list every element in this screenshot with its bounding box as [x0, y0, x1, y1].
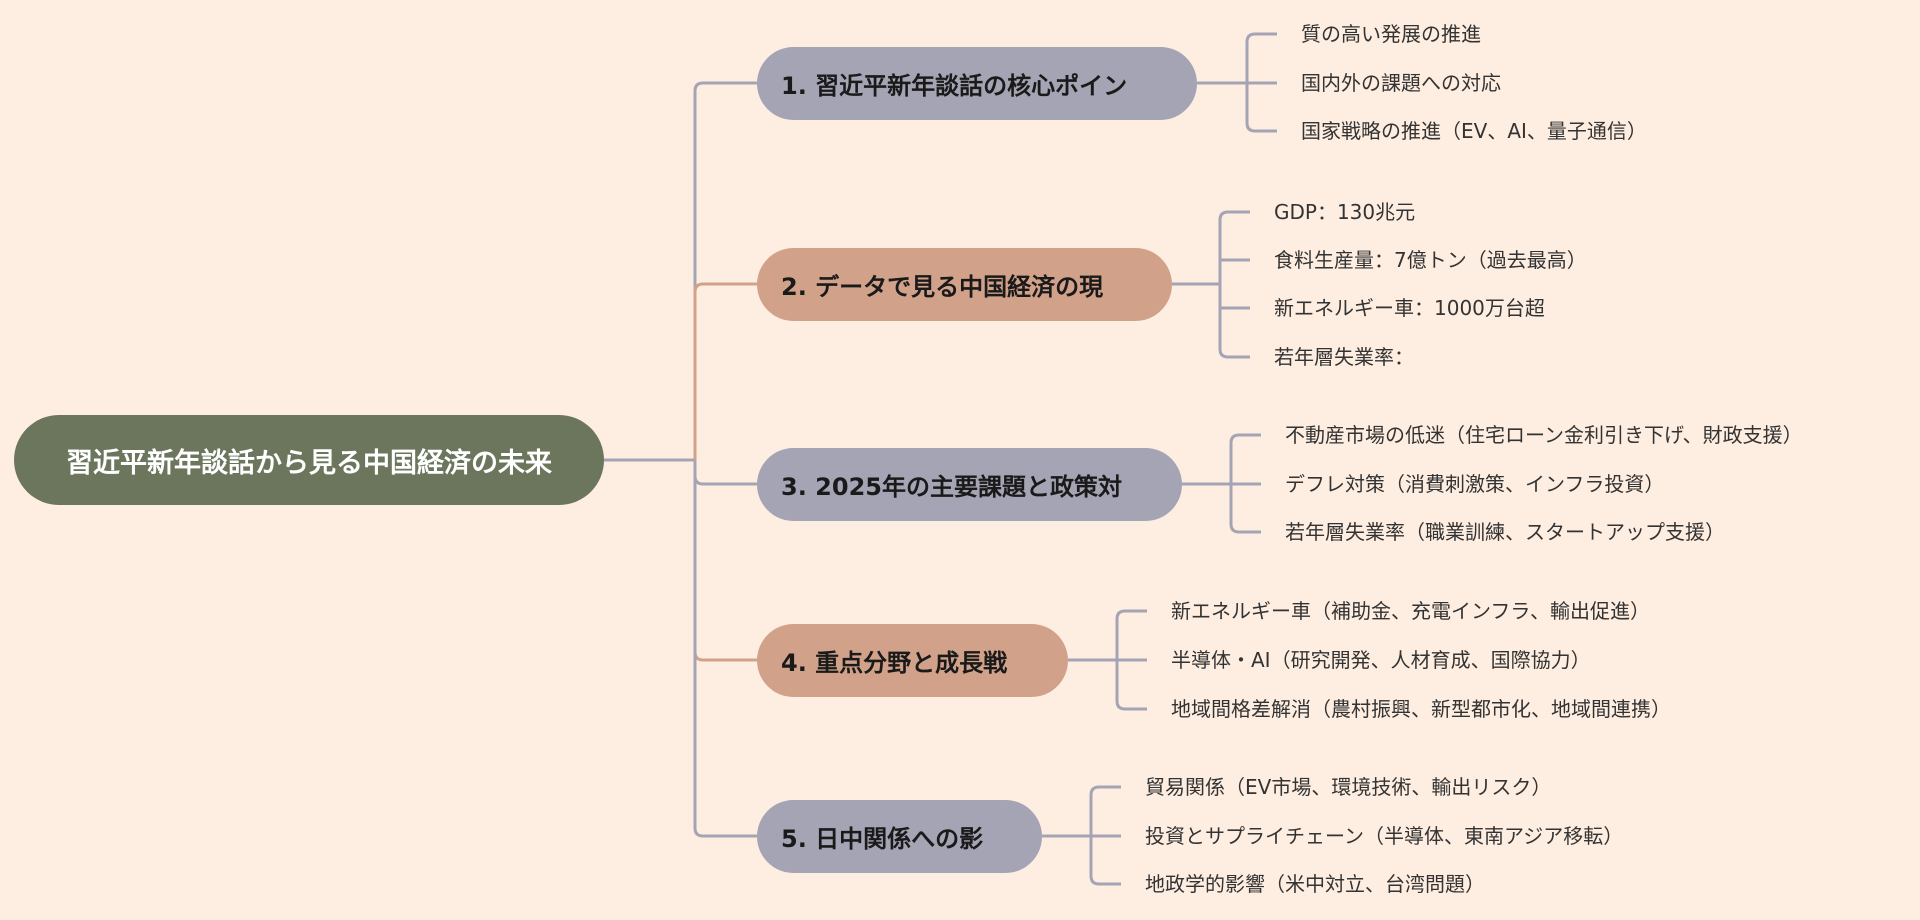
leaf-branch-line — [1245, 32, 1277, 83]
leaf-item[interactable]: 新エネルギー車：1000万台超 — [1274, 296, 1545, 320]
leaf-branch-line — [1218, 284, 1250, 359]
leaf-item[interactable]: GDP：130兆元 — [1274, 200, 1416, 224]
leaf-item[interactable]: 新エネルギー車（補助金、充電インフラ、輸出促進） — [1171, 599, 1650, 623]
branch-connector-5 — [693, 460, 757, 838]
branch-connector-1 — [693, 81, 757, 460]
leaf-item[interactable]: 若年層失業率（職業訓練、スタートアップ支援） — [1285, 520, 1725, 544]
leaf-branch-line — [1229, 433, 1261, 484]
branch-label: 5. 日中関係への影 — [781, 825, 984, 853]
leaf-item[interactable]: 貿易関係（EV市場、環境技術、輸出リスク） — [1145, 775, 1552, 799]
leaf-branch-line — [1115, 660, 1147, 711]
leaf-item[interactable]: 地域間格差解消（農村振興、新型都市化、地域間連携） — [1171, 697, 1671, 721]
leaf-branch-line — [1115, 609, 1147, 660]
leaf-item[interactable]: 地政学的影響（米中対立、台湾問題） — [1145, 872, 1485, 896]
leaf-branch-line — [1218, 210, 1250, 284]
root-node[interactable]: 習近平新年談話から見る中国経済の未来 — [14, 415, 604, 505]
branch-label: 2. データで見る中国経済の現 — [781, 273, 1104, 301]
leaf-item[interactable]: 質の高い発展の推進 — [1301, 22, 1481, 46]
branch-connector-3 — [693, 460, 757, 486]
leaf-item[interactable]: デフレ対策（消費刺激策、インフラ投資） — [1285, 472, 1665, 496]
leaf-item[interactable]: 国家戦略の推進（EV、AI、量子通信） — [1301, 119, 1647, 143]
branch-node-2[interactable]: 2. データで見る中国経済の現 — [757, 248, 1172, 321]
leaf-item[interactable]: 食料生産量：7億トン（過去最高） — [1274, 248, 1587, 272]
leaf-branch-line — [1089, 836, 1121, 886]
branch-label: 3. 2025年の主要課題と政策対 — [781, 473, 1122, 501]
branch-label: 4. 重点分野と成長戦 — [781, 649, 1008, 677]
branch-node-4[interactable]: 4. 重点分野と成長戦 — [757, 624, 1068, 697]
branch-label: 1. 習近平新年談話の核心ポイン — [781, 72, 1128, 100]
leaf-item[interactable]: 不動産市場の低迷（住宅ローン金利引き下げ、財政支援） — [1285, 423, 1803, 447]
branch-node-1[interactable]: 1. 習近平新年談話の核心ポイン — [757, 47, 1197, 120]
branch-connector-2 — [693, 282, 757, 460]
leaf-branch-line — [1245, 83, 1277, 133]
leaf-item[interactable]: 若年層失業率： — [1274, 345, 1414, 369]
leaf-branch-line — [1089, 785, 1121, 836]
leaf-item[interactable]: 半導体・AI（研究開発、人材育成、国際協力） — [1171, 648, 1591, 672]
branch-node-3[interactable]: 3. 2025年の主要課題と政策対 — [757, 448, 1182, 521]
leaf-item[interactable]: 投資とサプライチェーン（半導体、東南アジア移転） — [1145, 824, 1624, 848]
leaf-item[interactable]: 国内外の課題への対応 — [1301, 71, 1501, 95]
branch-node-5[interactable]: 5. 日中関係への影 — [757, 800, 1042, 873]
branch-connector-4 — [693, 460, 757, 662]
leaf-branch-line — [1229, 484, 1261, 534]
root-label: 習近平新年談話から見る中国経済の未来 — [66, 447, 552, 479]
